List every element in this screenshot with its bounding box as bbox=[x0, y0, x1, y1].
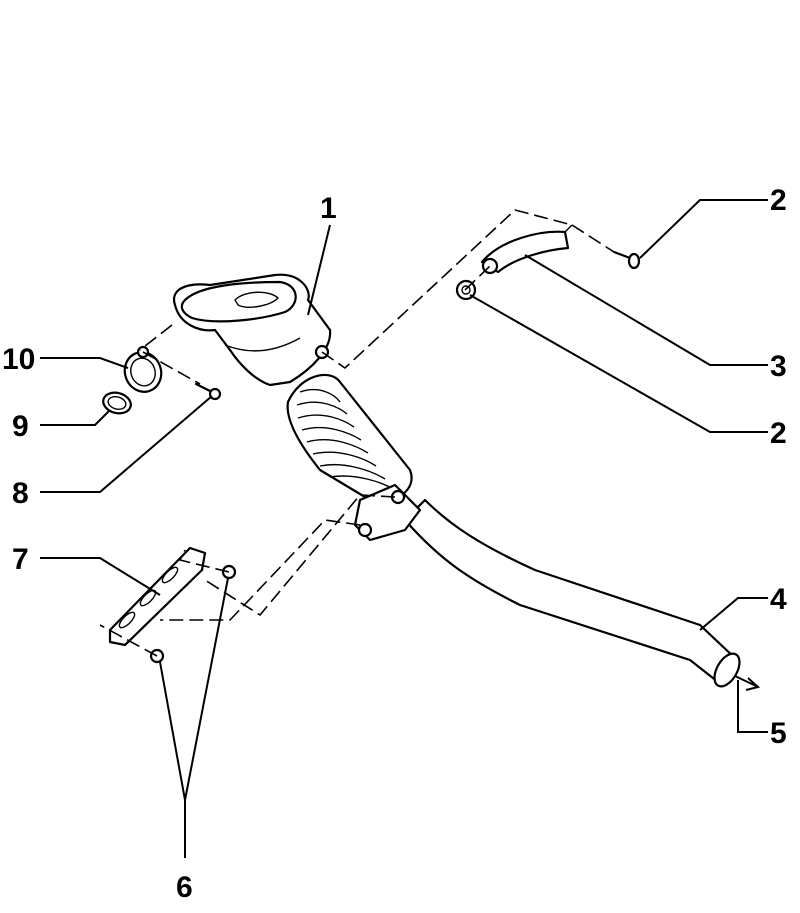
assembly-guide-lines bbox=[99, 209, 615, 657]
converter-heatshield-line bbox=[224, 337, 301, 352]
callout-2-upper: 2 bbox=[770, 184, 787, 217]
callout-2-lower: 2 bbox=[770, 417, 787, 450]
pipe-outlet bbox=[713, 652, 741, 688]
bolt-small bbox=[194, 382, 222, 401]
callout-4: 4 bbox=[770, 583, 787, 616]
callout-3: 3 bbox=[770, 350, 787, 383]
bracket-hook bbox=[564, 224, 573, 233]
pipe-outlet-arrow bbox=[734, 675, 761, 691]
hanger-bracket bbox=[480, 230, 570, 274]
converter-inlet-detail bbox=[234, 291, 279, 308]
rear-pipe bbox=[403, 498, 739, 684]
callout-5: 5 bbox=[770, 717, 787, 750]
callout-6: 6 bbox=[176, 871, 193, 904]
callout-labels: 1 2 3 2 4 5 6 7 8 9 10 bbox=[2, 184, 787, 904]
callout-8: 8 bbox=[12, 477, 29, 510]
callout-1: 1 bbox=[320, 192, 337, 225]
bolt-upper bbox=[612, 250, 641, 270]
mounting-bracket bbox=[108, 546, 207, 647]
callout-9: 9 bbox=[12, 410, 29, 443]
leader-lines bbox=[40, 199, 768, 858]
flange-nut-2 bbox=[357, 522, 373, 538]
exhaust-assembly bbox=[102, 224, 761, 691]
callout-10: 10 bbox=[2, 343, 35, 376]
callout-7: 7 bbox=[12, 543, 29, 576]
seal-ring bbox=[102, 391, 132, 415]
flex-bellows bbox=[286, 373, 413, 503]
converter-inlet bbox=[180, 280, 297, 323]
gasket-ring bbox=[123, 345, 163, 393]
